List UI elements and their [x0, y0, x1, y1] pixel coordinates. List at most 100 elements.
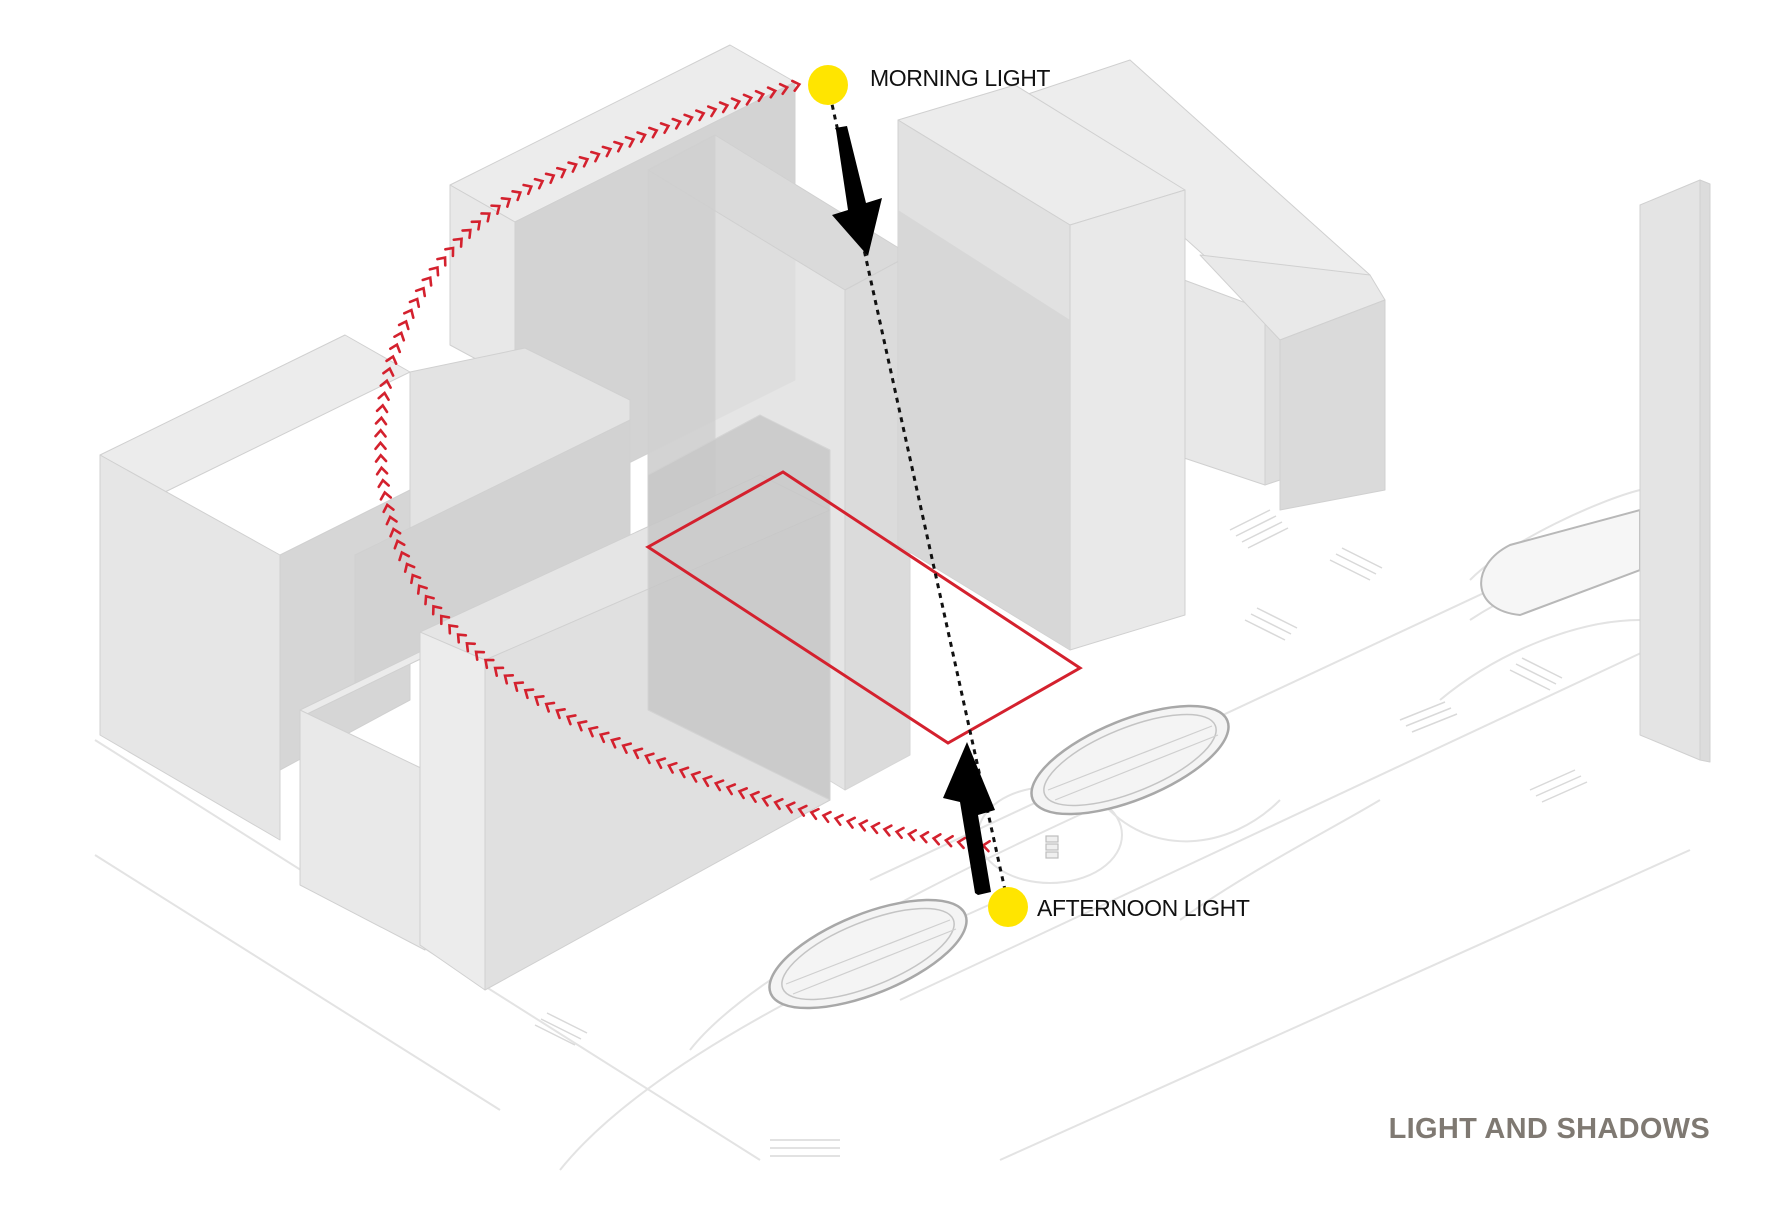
fountain [1045, 835, 1059, 859]
building-front-left [299, 414, 831, 991]
sun-path-chevron [943, 834, 954, 848]
sun-path-chevron [374, 428, 387, 438]
sun-path-chevron [773, 797, 784, 811]
sun-path-chevron [725, 783, 737, 796]
sun-path-chevron [403, 562, 416, 573]
morning-sun-icon [808, 65, 848, 105]
sun-path-chevron [374, 453, 388, 463]
sun-path-chevron [845, 816, 857, 829]
oval-track [1030, 704, 1230, 816]
building-right-tower [897, 84, 1186, 651]
sun-path-chevron [695, 109, 706, 122]
afternoon-sun-icon [988, 887, 1028, 927]
sun-path-chevron [778, 82, 790, 96]
sun-path-chevron [377, 391, 390, 402]
sun-path-chevron [375, 403, 389, 414]
sun-path-chevron [702, 775, 713, 788]
sun-path-chevron [398, 550, 411, 562]
sun-path-chevron [648, 126, 659, 139]
sun-path-chevron [718, 101, 730, 114]
sun-path-chevron [598, 731, 610, 744]
sun-path-chevron [393, 331, 406, 342]
sun-path-chevron [742, 93, 754, 106]
site-boundary [645, 470, 1083, 745]
sun-path-chevron [544, 172, 556, 185]
crosswalk [534, 509, 1588, 1157]
sun-path-chevron [809, 807, 820, 821]
sun-path-chevron [431, 604, 443, 616]
sun-path-chevron [389, 527, 402, 538]
sun-path-chevron [882, 824, 893, 837]
sun-path-chevron [610, 737, 621, 749]
sun-path-chevron [655, 757, 667, 770]
sun-path-chevron [761, 794, 772, 807]
building-left-large [99, 334, 631, 841]
sun-path-chevron [414, 286, 427, 298]
sun-path-chevron [385, 515, 398, 526]
sun-path-chevron [706, 105, 718, 118]
sun-path-chevron [578, 155, 590, 168]
sun-path-chevron [544, 701, 556, 713]
sun-path-chevron [474, 650, 486, 661]
sun-path-chevron [493, 666, 505, 677]
sun-path-chevron [533, 177, 545, 190]
sun-path-chevron [678, 766, 690, 779]
sun-path-chevron [894, 826, 905, 840]
sun-path-chevron [513, 681, 525, 693]
sun-path-chevron [448, 623, 459, 635]
sun-path-chevron [483, 658, 495, 670]
sun-path-chevron [416, 584, 428, 595]
sun-path-chevron [906, 828, 918, 842]
sun-path-chevron [375, 465, 389, 476]
afternoon-light-label: AFTERNOON LIGHT [1037, 895, 1250, 921]
sun-path-chevron [555, 708, 566, 720]
sun-path-chevron [833, 813, 844, 827]
sun-path-chevron [790, 79, 802, 92]
sun-path-chevron [659, 122, 671, 135]
sun-path-chevron [410, 573, 422, 585]
sun-path-chevron [385, 354, 398, 365]
sun-path-chevron [576, 720, 588, 732]
sun-path-chevron [644, 752, 655, 765]
oval-track [768, 898, 968, 1010]
building-far-right-tall [1639, 179, 1711, 763]
sun-path-chevron [555, 166, 567, 179]
sun-path-chevron [690, 770, 701, 783]
sun-path-chevron [397, 319, 410, 331]
arrow-down-icon [832, 126, 882, 256]
sun-path-chevron [931, 833, 942, 846]
sun-path-chevron [821, 810, 832, 824]
sun-path-chevron [956, 836, 967, 850]
sun-path-chevron [377, 478, 390, 489]
oval-track [1480, 508, 1641, 617]
sun-path-chevron [632, 747, 644, 760]
sun-path-chevron [424, 594, 435, 606]
sun-path-chevron [374, 440, 387, 451]
sun-path-chevron [754, 89, 766, 103]
morning-light-label: MORNING LIGHT [870, 65, 1050, 91]
sun-path-chevron [421, 275, 433, 287]
sun-path-chevron [408, 297, 421, 309]
sun-path-chevron [857, 819, 869, 832]
sun-path-chevron [461, 228, 472, 240]
sun-path-chevron [797, 804, 808, 817]
sun-path-chevron [393, 538, 406, 550]
sun-path-chevron [456, 633, 468, 644]
sun-path-chevron [436, 255, 447, 267]
sun-path-chevron [465, 641, 477, 653]
sun-path-chevron [480, 212, 491, 223]
sun-path-chevron [452, 237, 463, 248]
sun-path-chevron [389, 342, 402, 354]
sun-path-chevron [533, 695, 545, 707]
sun-path-chevron [737, 787, 748, 800]
sun-path-chevron [613, 140, 624, 153]
ground-plan [94, 489, 1691, 1171]
sun-path-chevron [601, 145, 613, 158]
sun-path-chevron [500, 196, 512, 208]
sun-path-chevron [511, 190, 523, 202]
sun-path-chevron [624, 135, 636, 148]
sun-path-chevron [490, 204, 501, 216]
sun-path-chevron [565, 714, 577, 726]
sun-path-chevron [522, 183, 534, 196]
